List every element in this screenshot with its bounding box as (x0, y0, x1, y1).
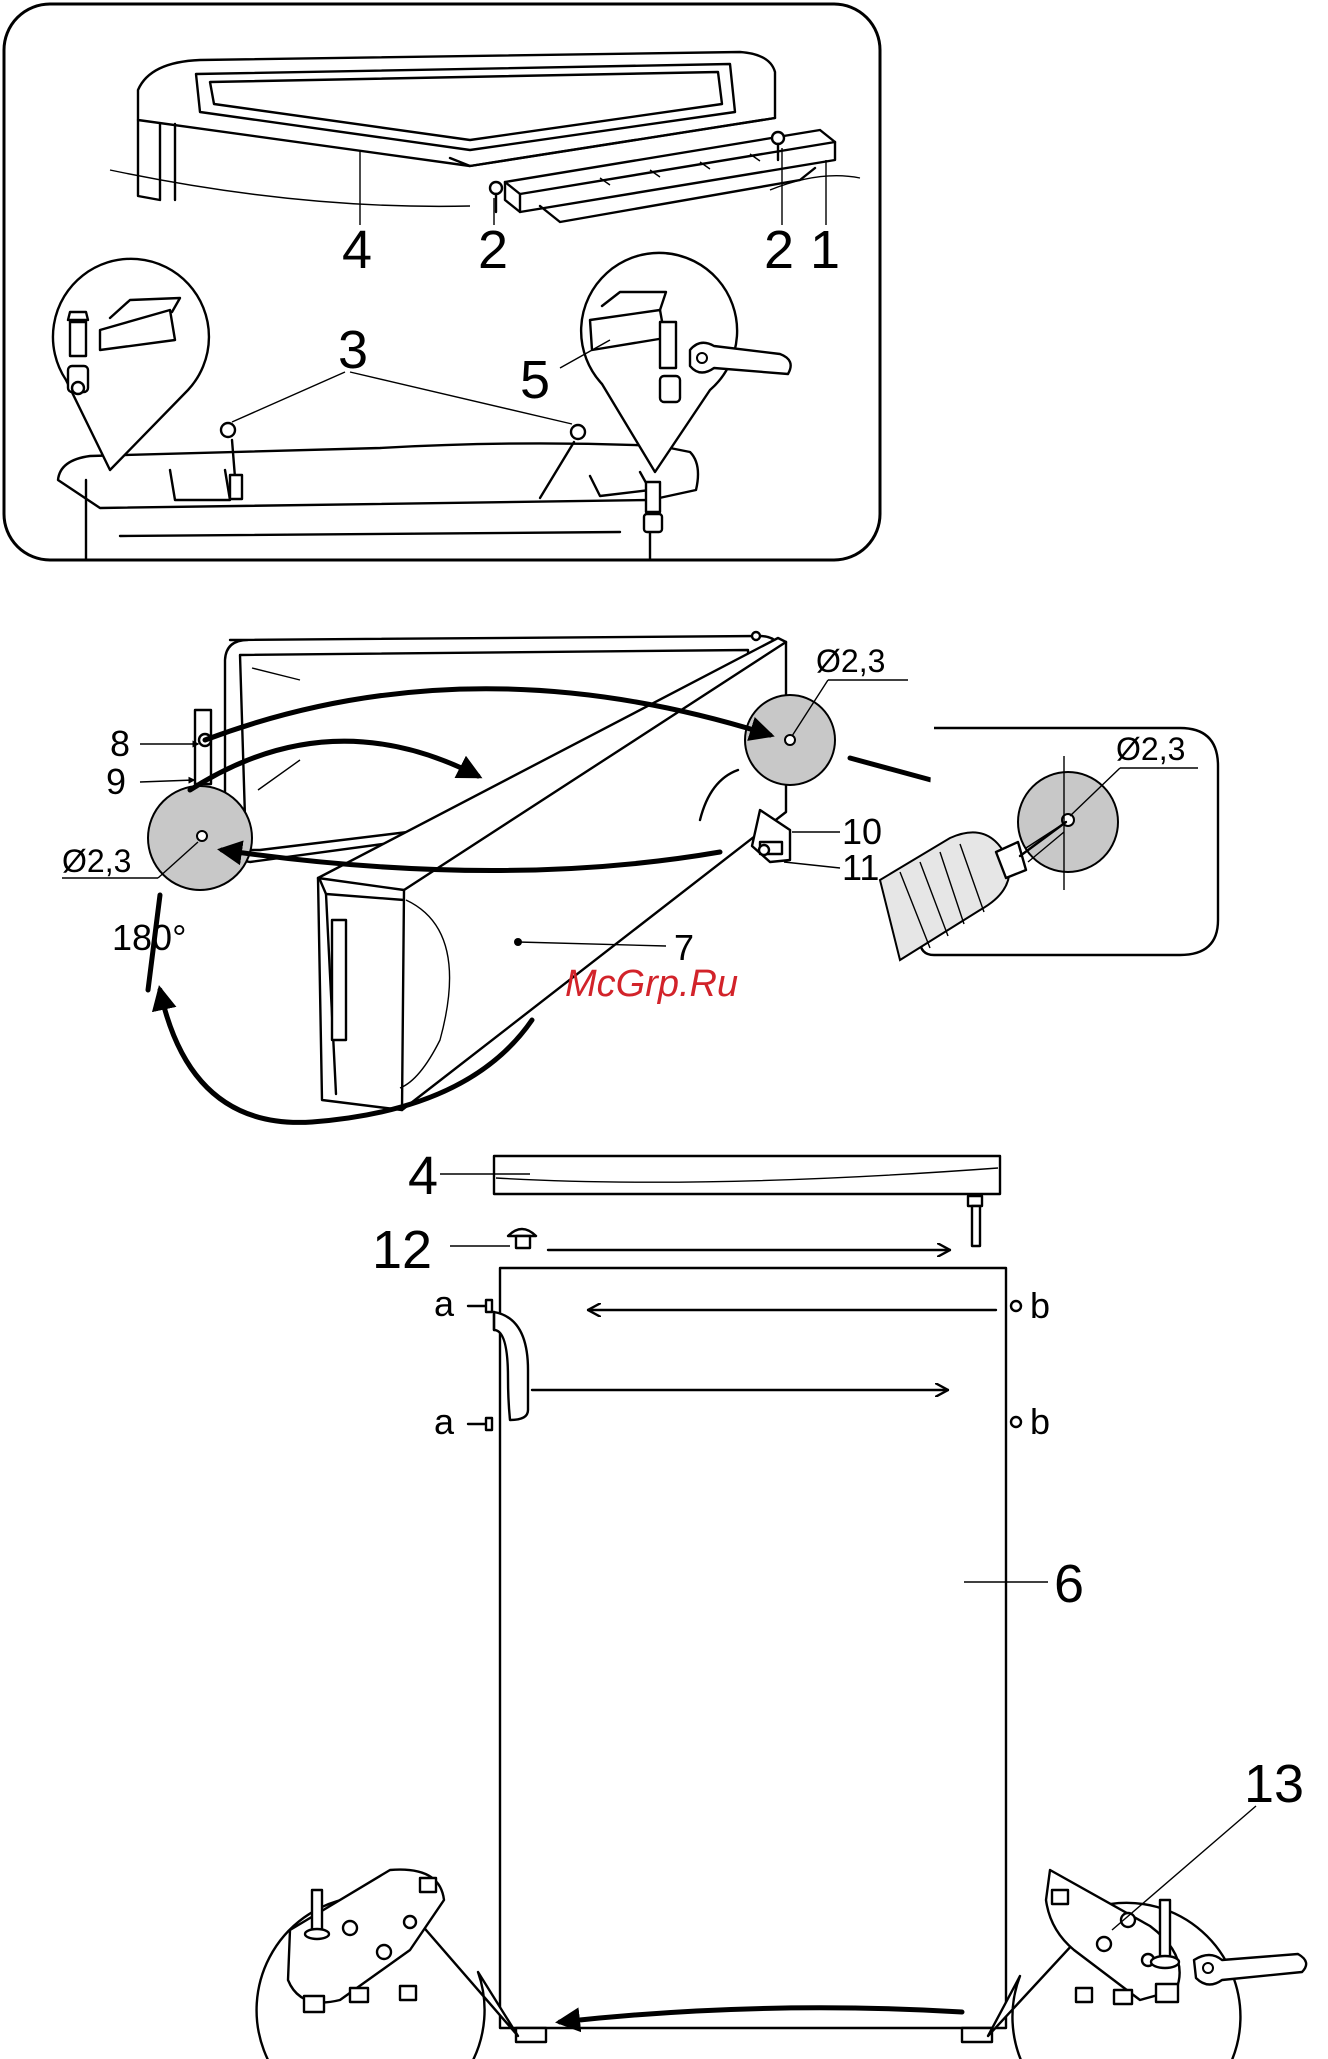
drill-detail-inset: Ø2,3 (880, 728, 1218, 960)
label-drill-detail: Ø2,3 (1116, 731, 1185, 767)
label-drill-left: Ø2,3 (62, 843, 131, 879)
label-worktop-4: 4 (342, 220, 372, 280)
foot-left (516, 2028, 546, 2042)
handle-screw-a-bottom: a (434, 1401, 492, 1442)
label-drill-top: Ø2,3 (816, 643, 885, 679)
label-hinge-screw-11: 11 (842, 847, 879, 888)
label-worktop-4-bottom: 4 (408, 1146, 438, 1206)
label-rotation-180: 180° (112, 917, 186, 958)
label-hinge-pin-8: 8 (110, 723, 130, 764)
hinge-plate-right (752, 810, 790, 862)
watermark: McGrp.Ru (565, 963, 738, 1005)
handle-screw-a-top: a (434, 1283, 492, 1324)
label-hole-b-top: b (1030, 1285, 1050, 1326)
label-lower-hinge-13: 13 (1244, 1754, 1304, 1814)
top-panel-worktop-removal: 4 2 2 1 3 (4, 4, 880, 560)
label-bracket-5: 5 (520, 350, 550, 410)
upper-hinge-left (195, 710, 211, 784)
label-hinge-cover-9: 9 (106, 761, 126, 802)
label-plug-12: 12 (372, 1220, 432, 1280)
hole-b-bottom: b (1011, 1401, 1050, 1442)
label-screw-2-left: 2 (478, 220, 508, 280)
label-screw-a-top: a (434, 1283, 455, 1324)
appliance-corner-screw (644, 482, 662, 532)
hole-b-top: b (1011, 1285, 1050, 1326)
drill-spot-left: Ø2,3 (62, 786, 252, 890)
label-appliance-6: 6 (1054, 1554, 1084, 1614)
label-screw-2-right: 2 (764, 220, 794, 280)
magnifier-lower-hinge-right (988, 1870, 1306, 2059)
appliance-6-body (500, 1268, 1006, 2028)
label-screw-a-bottom: a (434, 1401, 455, 1442)
worktop-4-side: 4 (408, 1146, 1000, 1246)
bottom-panel-handle-and-hinge: 4 12 6 a a (257, 1146, 1307, 2059)
label-hole-b-bottom: b (1030, 1401, 1050, 1442)
label-rail-1: 1 (810, 220, 840, 280)
middle-panel-door-rotation: Ø2,3 Ø2,3 8 9 10 11 (62, 632, 1218, 1122)
label-caps-3: 3 (338, 320, 368, 380)
magnifier-lower-hinge-left (257, 1870, 518, 2059)
door-handle-recess (332, 920, 346, 1040)
label-door-7: 7 (674, 927, 694, 968)
label-hinge-plate-10: 10 (842, 811, 882, 852)
